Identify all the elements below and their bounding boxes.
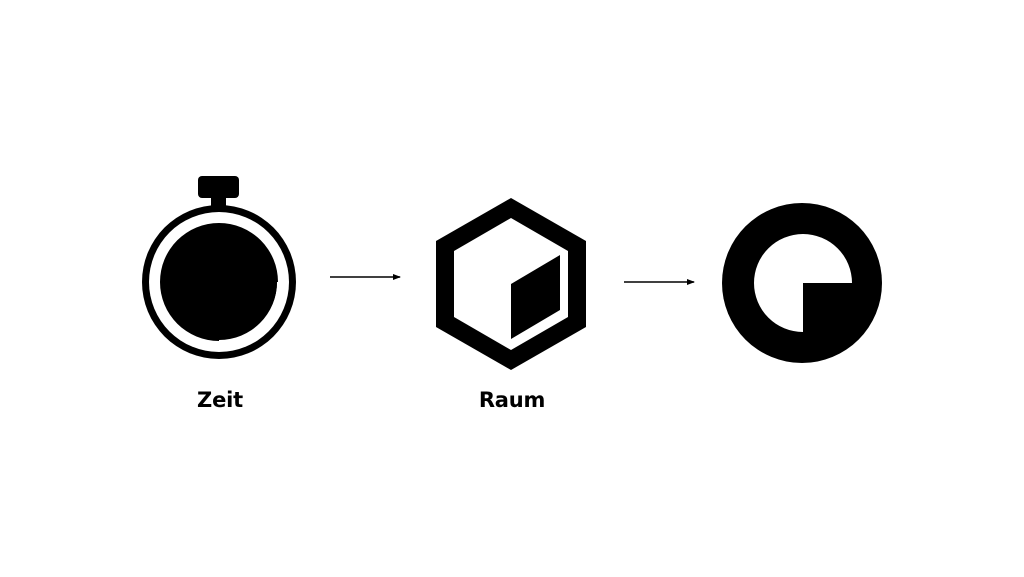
raum-label: Raum [478, 388, 546, 412]
hexagon-cube-icon [436, 198, 586, 370]
circle-quadrant-logo-icon [722, 203, 882, 363]
stopwatch-icon [142, 176, 296, 359]
zeit-label: Zeit [197, 388, 243, 412]
